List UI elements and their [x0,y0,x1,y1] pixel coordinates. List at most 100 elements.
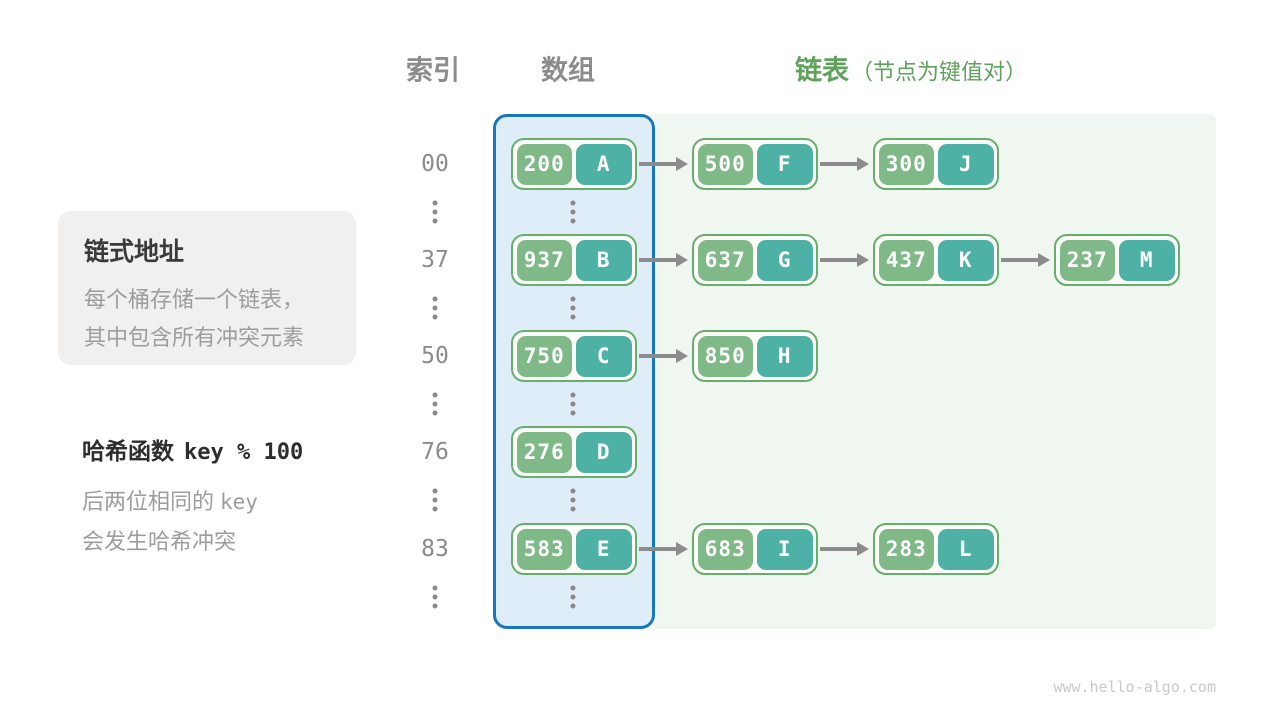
node-key: 850 [697,335,753,377]
linked-list-column-header: 链表（节点为键值对） [795,49,1027,88]
next-pointer-arrow [639,547,677,551]
node-value: F [757,143,813,185]
ellipsis-dot [432,488,438,494]
ellipsis-dot [432,585,438,591]
node-value: E [576,528,632,570]
ellipsis-dot [570,314,576,320]
node-key: 750 [516,335,572,377]
node-value: I [757,528,813,570]
ellipsis-dot [432,410,438,416]
ellipsis-dot [432,200,438,206]
ellipsis-dot [570,200,576,206]
node-key: 637 [697,239,753,281]
node-value: C [576,335,632,377]
ellipsis-dot [570,410,576,416]
bucket-index: 37 [421,247,449,273]
vertical-ellipsis-icon [570,296,576,320]
node-key: 200 [516,143,572,185]
ellipsis-dot [432,305,438,311]
vertical-ellipsis-icon [432,200,438,224]
ellipsis-dot [570,296,576,302]
ellipsis-dot [432,594,438,600]
node-key: 276 [516,431,572,473]
vertical-ellipsis-icon [570,585,576,609]
next-pointer-arrow [820,162,858,166]
key-code: key [220,490,258,514]
next-pointer-arrow [639,258,677,262]
ellipsis-dot [432,314,438,320]
concept-title: 链式地址 [84,238,185,266]
hash-note-line: 会发生哈希冲突 [82,529,237,554]
concept-line: 其中包含所有冲突元素 [84,325,305,350]
vertical-ellipsis-icon [570,200,576,224]
node-key: 300 [878,143,934,185]
linked-list-annotation: （节点为键值对） [851,59,1028,85]
ellipsis-dot [432,209,438,215]
ellipsis-dot [432,603,438,609]
ellipsis-dot [570,603,576,609]
node-value: M [1119,239,1175,281]
ellipsis-dot [570,585,576,591]
node-key: 500 [697,143,753,185]
node-key: 437 [878,239,934,281]
node-key: 237 [1059,239,1115,281]
node-value: H [757,335,813,377]
node-key: 683 [697,528,753,570]
ellipsis-dot [570,506,576,512]
node-value: L [938,528,994,570]
vertical-ellipsis-icon [570,392,576,416]
node-key: 937 [516,239,572,281]
ellipsis-dot [432,506,438,512]
node-value: B [576,239,632,281]
next-pointer-arrow [1001,258,1039,262]
ellipsis-dot [570,209,576,215]
node-value: A [576,143,632,185]
next-pointer-arrow [820,547,858,551]
hash-function-expression: key % 100 [184,440,304,465]
ellipsis-dot [570,305,576,311]
node-key: 283 [878,528,934,570]
node-value: K [938,239,994,281]
bucket-index: 76 [421,439,449,465]
ellipsis-dot [570,594,576,600]
bucket-index: 00 [421,151,449,177]
bucket-index: 50 [421,343,449,369]
node-value: G [757,239,813,281]
node-value: J [938,143,994,185]
ellipsis-dot [570,488,576,494]
linked-list-label: 链表 [795,55,849,86]
ellipsis-dot [570,218,576,224]
ellipsis-dot [570,401,576,407]
ellipsis-dot [432,392,438,398]
vertical-ellipsis-icon [432,585,438,609]
ellipsis-dot [432,497,438,503]
next-pointer-arrow [639,162,677,166]
ellipsis-dot [570,497,576,503]
ellipsis-dot [432,296,438,302]
next-pointer-arrow [639,354,677,358]
node-value: D [576,431,632,473]
vertical-ellipsis-icon [432,296,438,320]
ellipsis-dot [432,401,438,407]
vertical-ellipsis-icon [432,488,438,512]
node-key: 583 [516,528,572,570]
concept-line: 每个桶存储一个链表， [84,287,305,312]
ellipsis-dot [570,392,576,398]
